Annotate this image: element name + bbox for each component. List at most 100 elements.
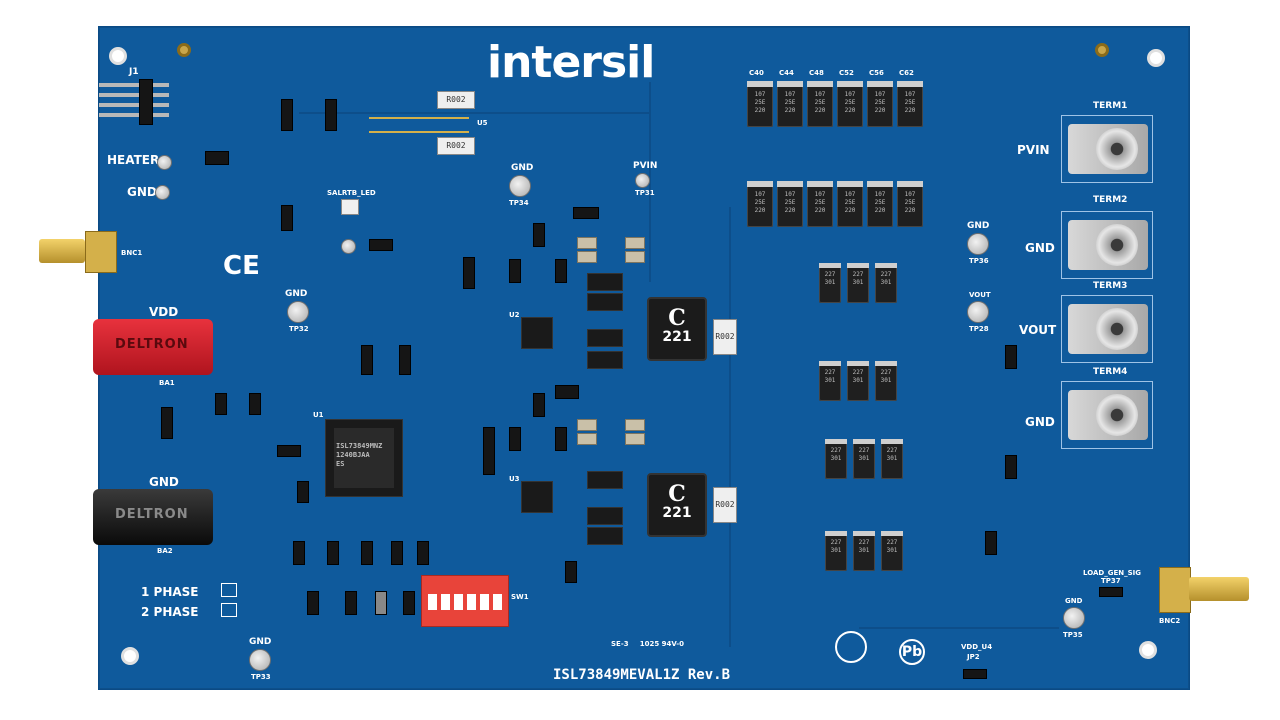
phs2-header[interactable]: [533, 393, 545, 417]
jp7-header[interactable]: [325, 99, 337, 131]
capacitor: 227 301: [825, 531, 847, 571]
tp34-testpoint[interactable]: [509, 175, 531, 197]
phase2-label: 2 PHASE: [141, 605, 199, 619]
capacitor: 107 25E 220: [897, 181, 923, 227]
tp32-testpoint[interactable]: [287, 301, 309, 323]
capacitor-marking: 227 301: [830, 447, 842, 462]
cap-c28: [577, 433, 597, 445]
sw1-dip-switch[interactable]: [421, 575, 509, 627]
load-curr-sen1-header[interactable]: [1005, 345, 1017, 369]
mosfet-q2: [587, 329, 623, 347]
tp33-testpoint[interactable]: [249, 649, 271, 671]
jp4-header[interactable]: [463, 257, 475, 289]
tp21-header[interactable]: [215, 393, 227, 415]
capacitor: 107 25E 220: [747, 81, 773, 127]
capacitor-marking: 107 25E 220: [844, 91, 856, 114]
tp18-header[interactable]: [555, 259, 567, 283]
jp2-header[interactable]: [963, 669, 987, 679]
tp1-testpoint[interactable]: [341, 239, 356, 254]
capacitor: 227 301: [853, 531, 875, 571]
tp4-header[interactable]: [375, 591, 387, 615]
inductor-value: 221: [662, 329, 692, 345]
capacitor: 227 301: [819, 263, 841, 303]
tp34-label: TP34: [509, 199, 529, 207]
capacitor-marking: 227 301: [830, 539, 842, 554]
vdd-label: VDD: [149, 305, 179, 319]
cap-group-4: 227 301 227 301 227 301: [825, 531, 915, 581]
tp29-header[interactable]: [985, 531, 997, 555]
load-curr-sen2-header[interactable]: [1005, 455, 1017, 479]
tp33-label: TP33: [251, 673, 271, 681]
tp36-testpoint[interactable]: [967, 233, 989, 255]
tp36-label: TP36: [969, 257, 989, 265]
capacitor: 107 25E 220: [747, 181, 773, 227]
tp11-header[interactable]: [361, 345, 373, 375]
tp7-header[interactable]: [307, 591, 319, 615]
cap-c77: [625, 419, 645, 431]
resistor-r79: R002: [437, 91, 475, 109]
bnc1-label: BNC1: [121, 249, 143, 257]
tp10-header[interactable]: [297, 481, 309, 503]
cap-c76: [577, 419, 597, 431]
term1-pvin-terminal[interactable]: [1061, 115, 1153, 183]
boot1-header[interactable]: [509, 259, 521, 283]
ugate2-header[interactable]: [555, 427, 567, 451]
cap-label: C62: [899, 69, 914, 77]
tp9-header[interactable]: [249, 393, 261, 415]
cap-c30: [625, 251, 645, 263]
u2-driver-ic: [521, 317, 553, 349]
gnd-banana-jack[interactable]: DELTRON: [93, 489, 213, 545]
term3-vout-terminal[interactable]: [1061, 295, 1153, 363]
tp43-header[interactable]: [277, 445, 301, 457]
capacitor: 107 25E 220: [867, 81, 893, 127]
jp1-header[interactable]: [161, 407, 173, 439]
term3-net: VOUT: [1019, 323, 1057, 337]
bnc2-connector[interactable]: [1159, 567, 1259, 617]
term2-net: GND: [1025, 241, 1055, 255]
jack-brand: DELTRON: [115, 337, 189, 352]
pcb-board: intersil J1 HEATER GND BNC1 CE VDD DELTR…: [39, 26, 1249, 690]
capacitor: 227 301: [847, 361, 869, 401]
jp-heater-header[interactable]: [205, 151, 229, 165]
phs1-header[interactable]: [533, 223, 545, 247]
tp35-testpoint[interactable]: [1063, 607, 1085, 629]
tp14-header[interactable]: [361, 541, 373, 565]
lgate2-header[interactable]: [565, 561, 577, 583]
gnd-tp32-label: GND: [285, 289, 308, 299]
term2-gnd-terminal[interactable]: [1061, 211, 1153, 279]
vdd-banana-jack[interactable]: DELTRON: [93, 319, 213, 375]
bnc1-connector[interactable]: BNC1: [39, 227, 142, 277]
tp27-header[interactable]: [573, 207, 599, 219]
cap-c75: [625, 237, 645, 249]
trace: [649, 82, 651, 282]
term4-gnd-terminal[interactable]: [1061, 381, 1153, 449]
tp42-testpoint[interactable]: [155, 185, 170, 200]
jp8-header[interactable]: [281, 205, 293, 231]
tp37-header[interactable]: [1099, 587, 1123, 597]
tp16-header[interactable]: [391, 541, 403, 565]
tp6-header[interactable]: [293, 541, 305, 565]
boot2-header[interactable]: [509, 427, 521, 451]
term4-label: TERM4: [1093, 367, 1128, 377]
jp5-header[interactable]: [483, 427, 495, 475]
tp15-header[interactable]: [417, 541, 429, 565]
tp2-header[interactable]: [369, 239, 393, 251]
j1-label: J1: [129, 67, 139, 77]
capacitor: 107 25E 220: [807, 181, 833, 227]
tp25-header[interactable]: [403, 591, 415, 615]
date-code-1: SE-3: [611, 640, 629, 648]
gnd-tp34-label: GND: [511, 163, 534, 173]
jp6-header[interactable]: [281, 99, 293, 131]
tp3-header[interactable]: [327, 541, 339, 565]
tp5-header[interactable]: [345, 591, 357, 615]
resistor-r56: R002: [713, 487, 737, 523]
gnd-bottom-label: GND: [249, 637, 272, 647]
tp31-testpoint[interactable]: [635, 173, 650, 188]
tp20-header[interactable]: [555, 385, 579, 399]
tp41-testpoint[interactable]: [157, 155, 172, 170]
brand-text: intersil: [487, 37, 655, 88]
date-code-2: 1025 94V-0: [639, 640, 685, 648]
tp28-testpoint[interactable]: [967, 301, 989, 323]
tp22-header[interactable]: [399, 345, 411, 375]
capacitor-marking: 107 25E 220: [904, 91, 916, 114]
